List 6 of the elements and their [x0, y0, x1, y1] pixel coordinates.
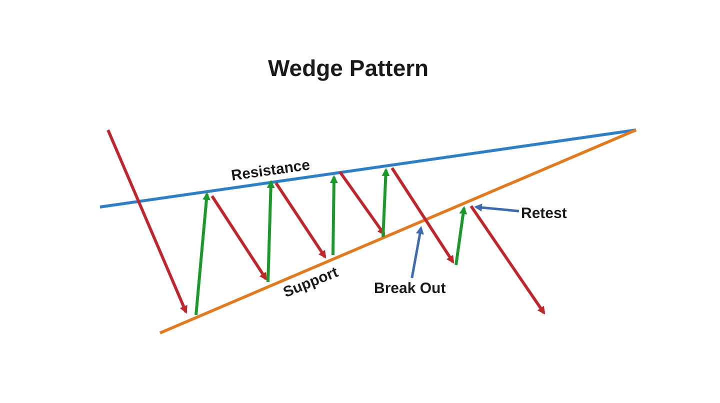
diagram-title: Wedge Pattern	[268, 55, 429, 81]
leader-arrow	[410, 226, 424, 278]
annotation-label: Break Out	[374, 280, 446, 297]
line-label: Resistance	[230, 156, 312, 184]
annotation-label: Retest	[521, 205, 567, 222]
leader-arrow	[474, 204, 520, 212]
